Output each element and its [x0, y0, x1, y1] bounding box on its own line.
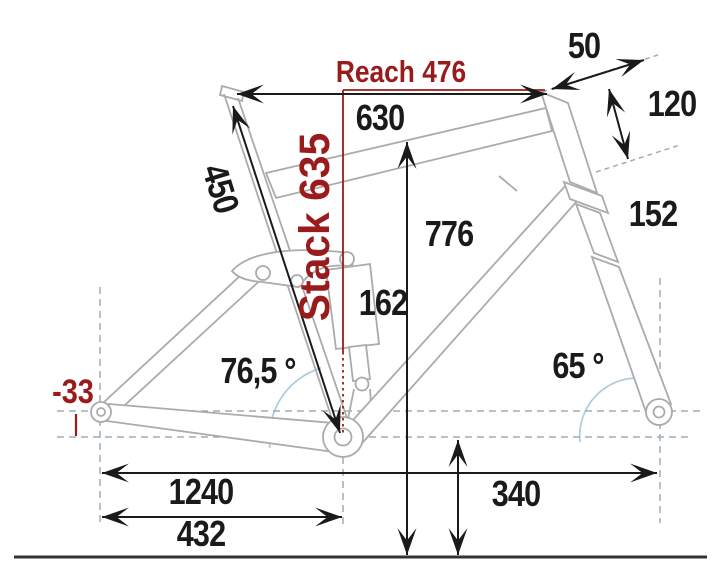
bike-frame	[90, 84, 673, 458]
dim-top-tube-630	[237, 84, 547, 104]
dim-bb-height-340	[448, 440, 468, 555]
front-axle	[652, 405, 666, 419]
top-tube-label: 630	[356, 99, 405, 139]
fork-stanchion	[574, 202, 620, 264]
wheelbase-label: 1240	[169, 473, 234, 513]
standover-776-label: 776	[425, 215, 474, 255]
dim-spacer-50	[551, 59, 645, 90]
bb-drop-label: -33	[52, 372, 94, 411]
seat-angle-label: 76,5 °	[220, 352, 295, 392]
dim-head-tube-120	[606, 88, 631, 160]
reach-label: Reach 476	[336, 55, 466, 89]
rocker-pivot-front	[255, 265, 271, 281]
bb-height-label: 340	[492, 475, 541, 515]
seatstay	[101, 261, 269, 418]
chainstay-label: 432	[177, 515, 226, 555]
steerer-bottom-line	[595, 144, 681, 173]
shock-shaft	[348, 344, 371, 382]
head-angle-arc	[578, 377, 641, 443]
head-tube	[539, 90, 599, 195]
dim-standover-776	[397, 142, 417, 555]
down-tube-weld-line	[498, 175, 518, 192]
fork-lowers	[590, 255, 673, 417]
dimension-arrows	[102, 59, 657, 555]
dim-chainstay-432	[102, 507, 342, 527]
dimension-labels: Reach 476 Stack 635 450 630 50 120 152 7…	[52, 27, 697, 555]
head-tube-120-label: 120	[648, 85, 697, 125]
fork-152-label: 152	[629, 195, 678, 235]
spacer-50-label: 50	[568, 27, 601, 67]
shock-body	[324, 262, 380, 350]
fork-crown	[562, 180, 610, 215]
stack-label: Stack 635	[290, 133, 338, 321]
dim-wheelbase-1240	[102, 463, 657, 483]
head-angle-label: 65 °	[552, 347, 603, 387]
shock-lower-pivot	[354, 376, 370, 392]
shock-162-label: 162	[359, 284, 408, 324]
rear-axle	[96, 407, 106, 417]
bb-axle	[333, 427, 353, 447]
reach-stack-marks	[74, 89, 545, 436]
seat-tube-label: 450	[194, 160, 246, 218]
dim-seat-tube-450	[232, 105, 341, 434]
